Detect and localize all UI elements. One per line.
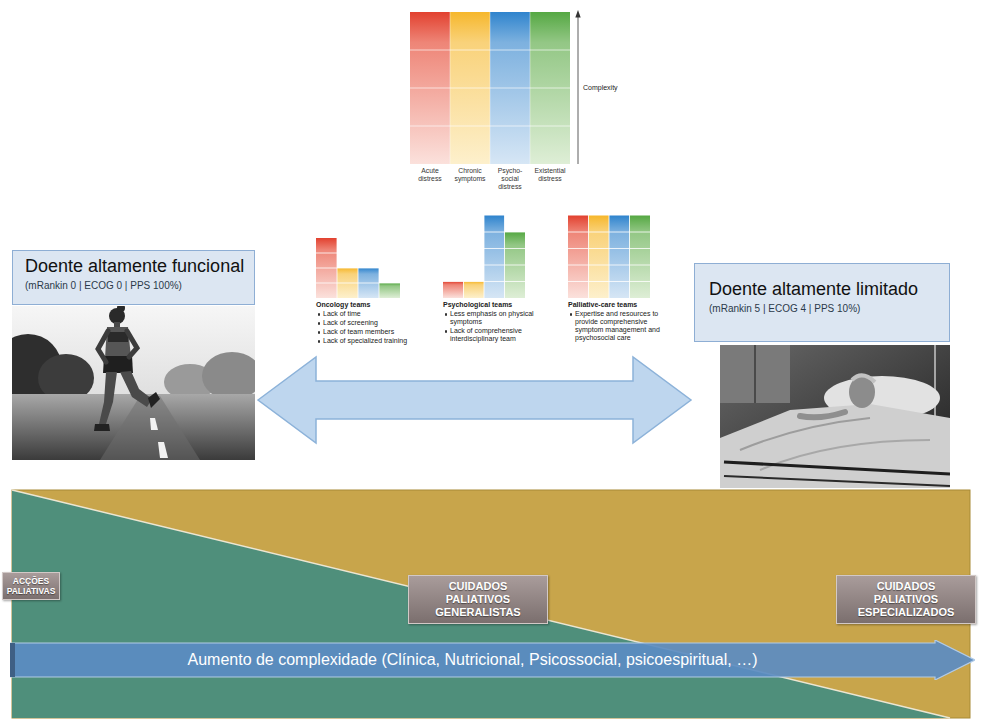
column-label: Psycho-social distress: [490, 167, 530, 190]
panel-title: Doente altamente funcional: [25, 256, 248, 278]
bullet-item: Less emphasis on physical symptoms: [443, 310, 538, 326]
care-level-box: ACÇÕES PALIATIVAS: [2, 572, 60, 600]
bullet-item: Lack of team members: [316, 328, 416, 336]
arrow-body: [10, 640, 975, 680]
complexity-axis: [575, 10, 580, 164]
arrow-text: Aumento de complexidade (Clínica, Nutric…: [10, 640, 975, 680]
column-label: Existential distress: [530, 167, 570, 183]
runner-photo: [12, 306, 255, 460]
patient-photo: [720, 345, 950, 488]
care-level-box: CUIDADOS PALIATIVOS GENERALISTAS: [408, 575, 548, 624]
palliative-grid: [568, 215, 650, 298]
complexity-arrow: Aumento de complexidade (Clínica, Nutric…: [10, 640, 975, 680]
scale-scores: (mRankin 0 | ECOG 0 | PPS 100%): [25, 280, 248, 293]
double-arrow: [258, 357, 691, 443]
arrow-tail: [10, 643, 15, 677]
header-box: Doente altamente limitado (mRankin 5 | EC…: [694, 263, 950, 342]
scale-scores: (mRankin 5 | ECOG 4 | PPS 10%): [709, 303, 943, 316]
bullet-item: Lack of screening: [316, 319, 416, 327]
oncology-grid: [316, 238, 400, 298]
bullet-item: Lack of time: [316, 310, 416, 318]
bullet-item: Lack of specialized training: [316, 337, 416, 345]
patient-panel: Doente altamente limitado (mRankin 5 | EC…: [694, 263, 950, 488]
team-heading: Oncology teams: [316, 301, 416, 309]
column-label: Acute distress: [410, 167, 450, 183]
bullet-item: Lack of comprehensive interdisciplinary …: [443, 327, 538, 343]
header-box: Doente altamente funcional (mRankin 0 | E…: [12, 250, 255, 305]
grid-lines: [410, 12, 570, 164]
team-heading: Palliative-care teams: [568, 301, 665, 309]
patient-panel: Doente altamente funcional (mRankin 0 | E…: [12, 250, 255, 460]
column-label: Chronic symptoms: [450, 167, 490, 183]
team-heading: Psychological teams: [443, 301, 538, 309]
care-level-label: CUIDADOS PALIATIVOS GENERALISTAS: [419, 580, 537, 619]
psychological-grid: [443, 215, 525, 298]
care-level-box: CUIDADOS PALIATIVOS ESPECIALIZADOS: [836, 575, 976, 624]
care-level-label: CUIDADOS PALIATIVOS ESPECIALIZADOS: [849, 580, 963, 619]
care-level-band: [12, 490, 970, 718]
panel-title: Doente altamente limitado: [709, 279, 943, 301]
complexity-grid: [410, 12, 570, 164]
bullet-item: Expertise and resources to provide compr…: [568, 310, 665, 342]
care-level-label: ACÇÕES PALIATIVAS: [6, 576, 56, 596]
axis-label: Complexity: [583, 84, 633, 92]
